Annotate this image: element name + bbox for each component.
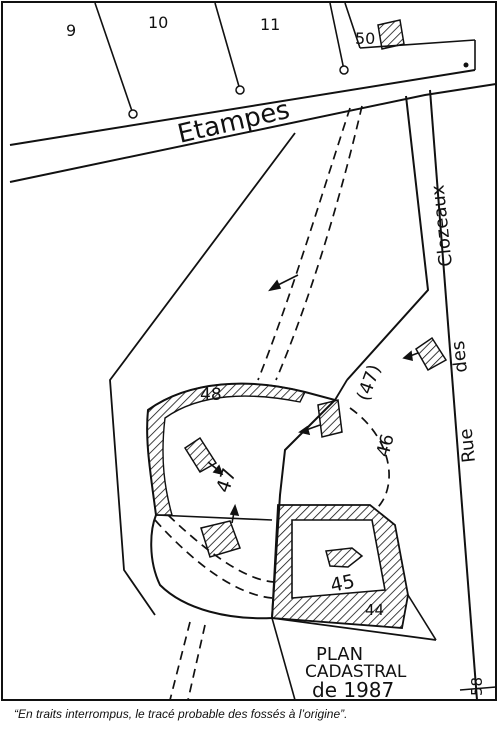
parcel-48-inner-line [155, 514, 273, 521]
rue-des-clozeaux-west-edge [346, 95, 430, 381]
etampes-road-north-edge [9, 69, 476, 146]
map-caption: “En traits interrompus, le tracé probabl… [14, 707, 348, 721]
boundary-markers [128, 65, 349, 119]
survey-point [463, 62, 469, 68]
building-47-south [200, 520, 241, 558]
parcel-label-46: 46 [373, 432, 399, 460]
street-label-des: des [448, 340, 472, 374]
building-47-north [183, 436, 218, 474]
street-label-rue: Rue [456, 427, 480, 463]
map-frame [1, 1, 497, 701]
street-label-etampes: Etampes [175, 95, 293, 150]
parcel-44-east-edge [407, 594, 437, 641]
original-moat-dashed-lines [154, 105, 390, 701]
parcel-label-11: 11 [260, 15, 280, 34]
street-label-clozeaux: Clozeaux [427, 183, 457, 267]
building-47-east [317, 399, 343, 438]
parcel-label-45: 45 [328, 570, 356, 597]
parcel-46-boundary [334, 379, 348, 401]
plan-title-line3: de 1987 [312, 678, 394, 702]
parcel-58-boundary [459, 686, 497, 691]
building-50 [377, 19, 405, 50]
parcel-44-south-edge [271, 617, 437, 641]
parcel-label-48: 48 [200, 385, 222, 405]
parcel-label-50: 50 [355, 29, 375, 48]
parcel-48-hatched-border [146, 382, 307, 516]
top-lot-lines [94, 2, 476, 115]
plan-title-line2: CADASTRAL [305, 662, 407, 682]
building-45 [325, 547, 364, 568]
etampes-road-south-edge [9, 83, 497, 183]
west-parcel-boundary [109, 132, 296, 616]
building-parcel-47-roadside [415, 336, 448, 372]
parcel-label-10: 10 [148, 13, 168, 32]
parcel-label-9: 9 [66, 21, 76, 40]
plan-title-line1: PLAN [316, 644, 363, 665]
parcel-label-58: 58 [468, 677, 486, 696]
rue-des-clozeaux-east-edge [429, 89, 478, 701]
parcel-label-44: 44 [365, 601, 384, 619]
parcel-46-south-boundary [271, 617, 296, 701]
